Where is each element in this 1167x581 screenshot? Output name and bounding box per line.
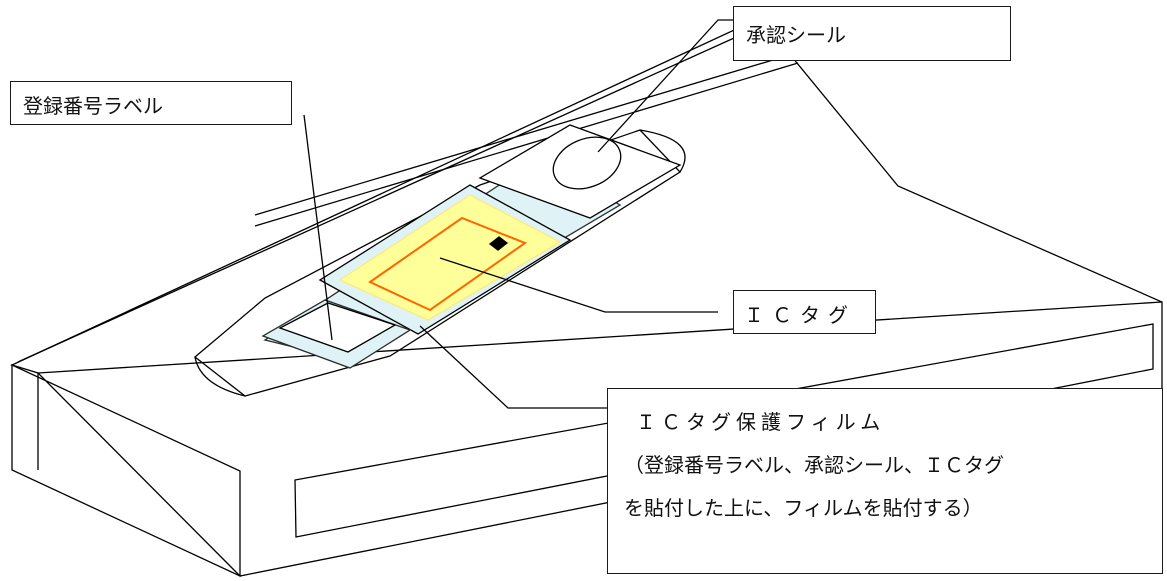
- cartridge-top-bevel: [17, 28, 755, 363]
- recess-curve-left: [194, 356, 246, 397]
- side-window: [294, 323, 1154, 538]
- seal-circle: [552, 136, 622, 190]
- cartridge-front-edge: [37, 301, 1163, 374]
- recess-curve-right: [639, 129, 686, 173]
- leader-registration-label: [303, 114, 333, 341]
- recess-outline: [193, 129, 682, 397]
- registration-label-callout: 登録番号ラベル: [10, 81, 292, 125]
- label-recess: [193, 129, 686, 397]
- leader-approval-seal: [597, 19, 735, 153]
- leader-lines: [303, 19, 735, 409]
- top-ridge-line-2: [254, 62, 799, 227]
- approval-seal: [478, 124, 682, 219]
- registration-label: [261, 299, 412, 369]
- protective-film-callout: ＩＣタグ保護フィルム （登録番号ラベル、承認シール、ＩＣタグ を貼付した上に、フ…: [607, 388, 1163, 574]
- leader-protective-film: [419, 325, 607, 409]
- cartridge-left-edge: [11, 363, 241, 578]
- ic-chip: [488, 236, 509, 251]
- label-sticker: [278, 302, 397, 353]
- approval-seal-text: 承認シール: [746, 23, 846, 47]
- protective-film-note-line-2: を貼付した上に、フィルムを貼付する）: [624, 496, 983, 520]
- ic-tag-text: ＩＣタグ: [744, 303, 856, 327]
- ic-tag-inlay: [368, 216, 528, 312]
- approval-seal-callout: 承認シール: [733, 6, 1011, 61]
- protective-film-note-line-1: （登録番号ラベル、承認シール、ＩＣタグ: [624, 453, 1004, 477]
- protective-film-title: ＩＣタグ保護フィルム: [636, 410, 886, 434]
- top-ridge-line: [254, 53, 794, 216]
- registration-label-text: 登録番号ラベル: [23, 94, 163, 118]
- leader-ic-tag: [439, 257, 718, 313]
- ic-tag-callout: ＩＣタグ: [733, 290, 876, 334]
